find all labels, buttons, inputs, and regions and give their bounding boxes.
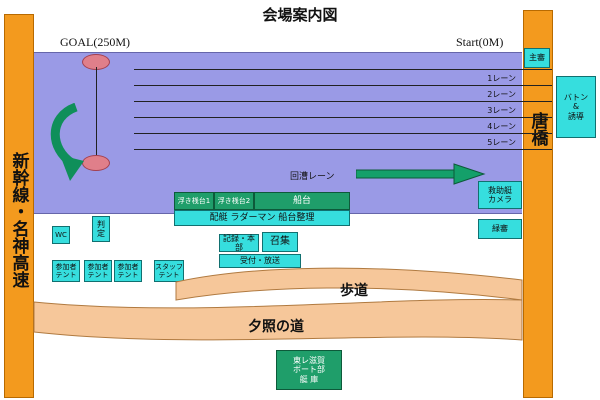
boathouse-box: 東レ滋賀 ボート部 艇 庫 <box>276 350 342 390</box>
turn-arrow-icon <box>50 103 84 181</box>
right-bridge-pillar: 唐橋 <box>523 10 553 398</box>
start-label: Start(0M) <box>456 35 504 49</box>
staff-tent: スタッフ テント <box>154 260 184 282</box>
left-road-label: 新幹線・名神高速 <box>8 152 29 288</box>
head-judge-box: 主審 <box>524 48 550 68</box>
green-judge-box: 緑審 <box>478 219 522 239</box>
return-lane-label: 回漕レーン <box>290 172 335 182</box>
finish-judge-box: 判 定 <box>92 216 110 242</box>
lane-label: 3レーン <box>487 106 516 115</box>
reception-box: 受付・放送 <box>219 254 301 268</box>
left-road-pillar: 新幹線・名神高速 <box>4 14 34 398</box>
page-title: 会場案内図 <box>262 6 338 24</box>
rescue-camera-box: 救助艇 カメラ <box>478 181 522 209</box>
record-hq-box: 記録・本部 <box>219 234 259 252</box>
wc-box: WC <box>52 226 70 244</box>
boat-handling-box: 配艇 ラダーマン 船台整理 <box>174 210 350 226</box>
goal-line <box>96 67 97 155</box>
lane-line <box>134 69 552 70</box>
right-bridge-label: 唐橋 <box>527 112 548 146</box>
lane-label: 5レーン <box>487 138 516 147</box>
return-lane-arrow-icon <box>356 163 486 185</box>
evening-road-label: 夕照の道 <box>248 319 304 335</box>
pier-2: 浮き桟台2 <box>214 192 254 210</box>
participant-tent-3: 参加者 テント <box>114 260 142 282</box>
lane-line <box>134 117 552 118</box>
participant-tent-1: 参加者 テント <box>52 260 80 282</box>
lane-label: 2レーン <box>487 90 516 99</box>
baton-guide-box: バトン & 誘導 <box>556 76 596 138</box>
pier-1: 浮き桟台1 <box>174 192 214 210</box>
lane-label: 1レーン <box>487 74 516 83</box>
course-water: 1レーン 2レーン 3レーン 4レーン 5レーン 回漕レーン <box>34 52 552 214</box>
lane-line <box>134 85 552 86</box>
walkway-label: 歩道 <box>340 283 368 299</box>
lane-line <box>134 101 552 102</box>
lane-line <box>134 149 552 150</box>
lane-label: 4レーン <box>487 122 516 131</box>
lane-line <box>134 133 552 134</box>
participant-tent-2: 参加者 テント <box>84 260 112 282</box>
slipway: 船台 <box>254 192 350 210</box>
goal-label: GOAL(250M) <box>60 35 130 49</box>
call-room-box: 召集 <box>262 232 298 252</box>
